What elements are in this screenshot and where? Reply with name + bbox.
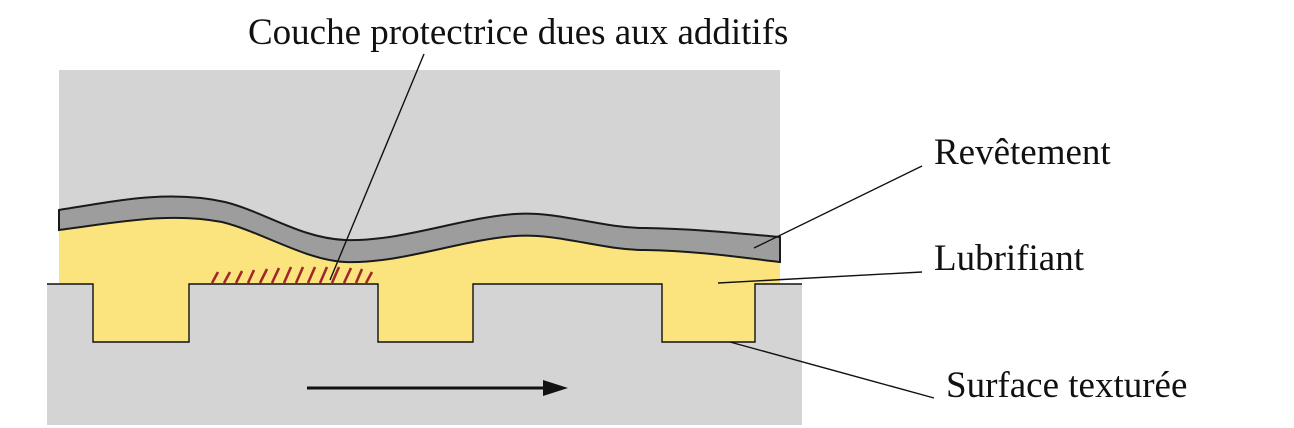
- leader-lubricant: [717, 271, 923, 284]
- label-textured-surface: Surface texturée: [946, 365, 1187, 406]
- label-protective-layer: Couche protectrice dues aux additifs: [248, 12, 788, 53]
- leader-protective-layer: [329, 53, 425, 281]
- coating-layer: [58, 195, 781, 264]
- label-coating: Revêtement: [934, 132, 1111, 173]
- leader-textured-surface: [729, 341, 935, 399]
- textured-surface-outline: [47, 283, 802, 343]
- lubricant-pocket-2: [378, 284, 473, 342]
- lubricant-pocket-1: [93, 284, 189, 342]
- label-lubricant: Lubrifiant: [934, 238, 1085, 279]
- motion-arrow: [307, 380, 568, 396]
- protective-layer-hatching: [210, 266, 374, 284]
- leader-coating: [753, 165, 923, 249]
- lubricant-pocket-3: [662, 284, 755, 342]
- textured-substrate: [47, 284, 802, 425]
- lubricant-film: [59, 217, 780, 284]
